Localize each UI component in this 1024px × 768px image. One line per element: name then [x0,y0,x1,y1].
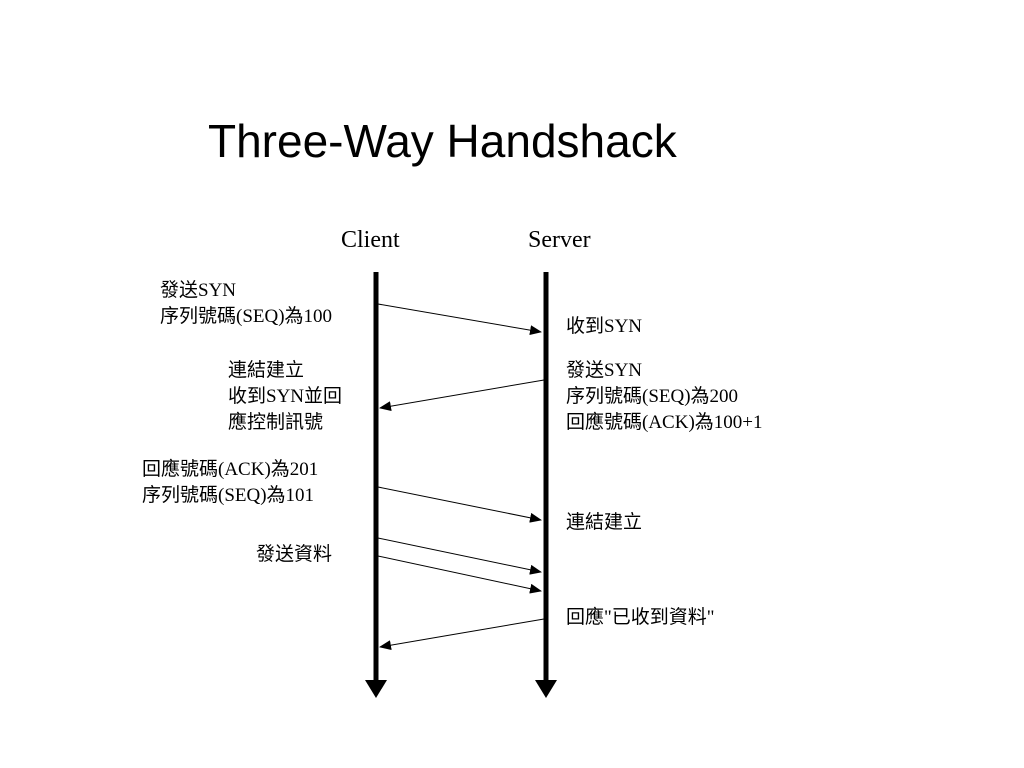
server-recv-syn-line-1: 收到SYN [566,316,643,337]
client-syn-line-2: 序列號碼(SEQ)為100 [160,306,333,327]
page-title: Three-Way Handshack [208,115,677,167]
server-established-line-1: 連結建立 [566,512,643,533]
client-established-line-3: 應控制訊號 [228,412,324,433]
client-established-line-1: 連結建立 [228,360,305,381]
client-label: Client [341,227,400,253]
syn-ack-arrow [379,379,545,412]
client-ack-annotation: 回應號碼(ACK)為201 序列號碼(SEQ)為101 [142,457,318,509]
syn-arrow [377,303,542,336]
client-lifeline [365,272,387,698]
data-arrow-2 [377,555,542,594]
server-label: Server [528,227,591,253]
ack-arrow [377,486,542,523]
server-recv-syn-annotation: 收到SYN [566,314,642,340]
server-syn-ack-line-1: 發送SYN [566,360,643,381]
server-reply-line-1: 回應"已收到資料" [566,607,715,628]
client-ack-line-1: 回應號碼(ACK)為201 [142,459,319,480]
data-arrow-1 [377,537,542,575]
server-reply-annotation: 回應"已收到資料" [566,605,715,631]
server-syn-ack-line-2: 序列號碼(SEQ)為200 [566,386,739,407]
client-send-data-annotation: 發送資料 [256,542,332,568]
client-send-data-line-1: 發送資料 [256,544,333,565]
server-established-annotation: 連結建立 [566,510,642,536]
client-syn-annotation: 發送SYN 序列號碼(SEQ)為100 [160,278,332,330]
server-syn-ack-annotation: 發送SYN 序列號碼(SEQ)為200 回應號碼(ACK)為100+1 [566,358,763,436]
reply-arrow [379,618,545,651]
client-ack-line-2: 序列號碼(SEQ)為101 [142,485,315,506]
server-syn-ack-line-3: 回應號碼(ACK)為100+1 [566,412,763,433]
client-established-line-2: 收到SYN並回 [228,386,343,407]
client-established-annotation: 連結建立 收到SYN並回 應控制訊號 [228,358,342,436]
server-lifeline [535,272,557,698]
client-syn-line-1: 發送SYN [160,280,237,301]
